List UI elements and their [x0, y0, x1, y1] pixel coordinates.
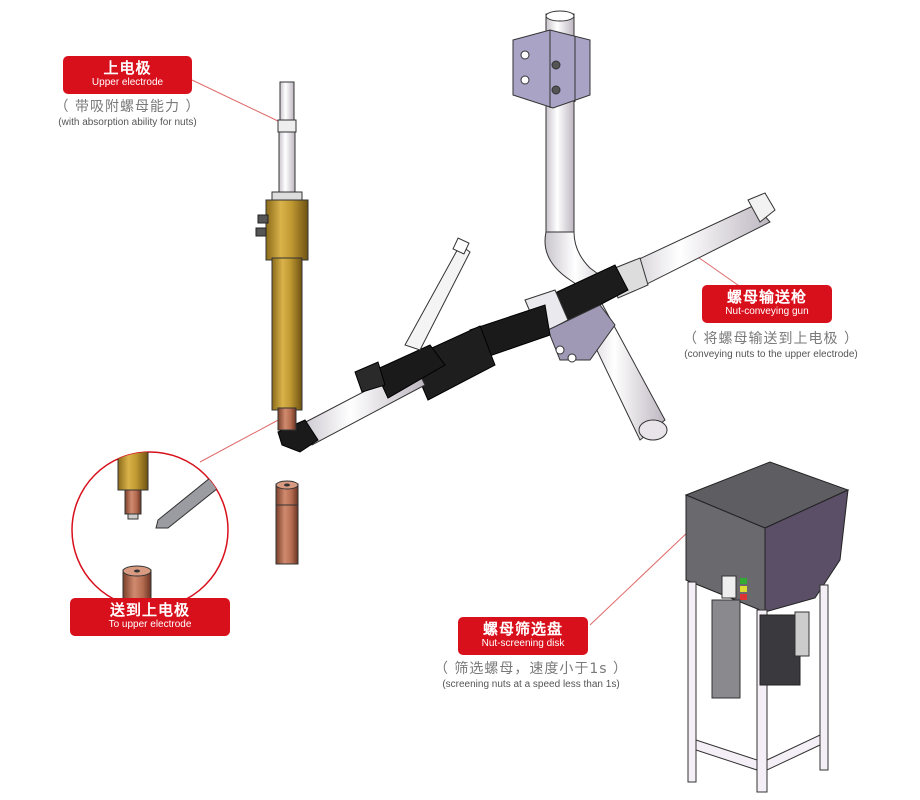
leader-lines	[191, 79, 746, 626]
upper-electrode-assembly	[255, 81, 309, 565]
note-en: (with absorption ability for nuts)	[58, 117, 197, 128]
label-cn: 上电极	[103, 59, 152, 77]
note-cn: （ 带吸附螺母能力 ）	[54, 99, 201, 115]
label-en: Nut-screening disk	[481, 638, 565, 649]
detail-circle	[71, 451, 229, 609]
label-en: Nut-conveying gun	[725, 306, 809, 317]
label-cn: 送到上电极	[109, 601, 190, 619]
mount-pipe	[512, 10, 668, 441]
label-nut-screening-disk: 螺母筛选盘 Nut-screening disk	[458, 617, 588, 655]
note-nut-conveying-gun: （ 将螺母输送到上电极 ） (conveying nuts to the upp…	[655, 330, 887, 361]
note-en: (conveying nuts to the upper electrode)	[684, 349, 858, 360]
label-cn: 螺母输送枪	[726, 288, 807, 306]
note-cn: （ 将螺母输送到上电极 ）	[683, 331, 859, 347]
note-upper-electrode: （ 带吸附螺母能力 ） (with absorption ability for…	[20, 98, 235, 129]
note-cn: （ 筛选螺母，速度小于1s ）	[433, 661, 629, 677]
conveying-gun	[277, 192, 776, 453]
label-nut-conveying-gun: 螺母输送枪 Nut-conveying gun	[702, 285, 832, 323]
label-en: To upper electrode	[108, 619, 192, 630]
label-cn: 螺母筛选盘	[482, 620, 563, 638]
screening-cabinet	[684, 461, 850, 793]
label-upper-electrode: 上电极 Upper electrode	[63, 56, 192, 94]
label-to-upper-electrode: 送到上电极 To upper electrode	[70, 598, 230, 636]
note-nut-screening-disk: （ 筛选螺母，速度小于1s ） (screening nuts at a spe…	[415, 660, 647, 691]
note-en: (screening nuts at a speed less than 1s)	[442, 679, 620, 690]
label-en: Upper electrode	[91, 77, 164, 88]
